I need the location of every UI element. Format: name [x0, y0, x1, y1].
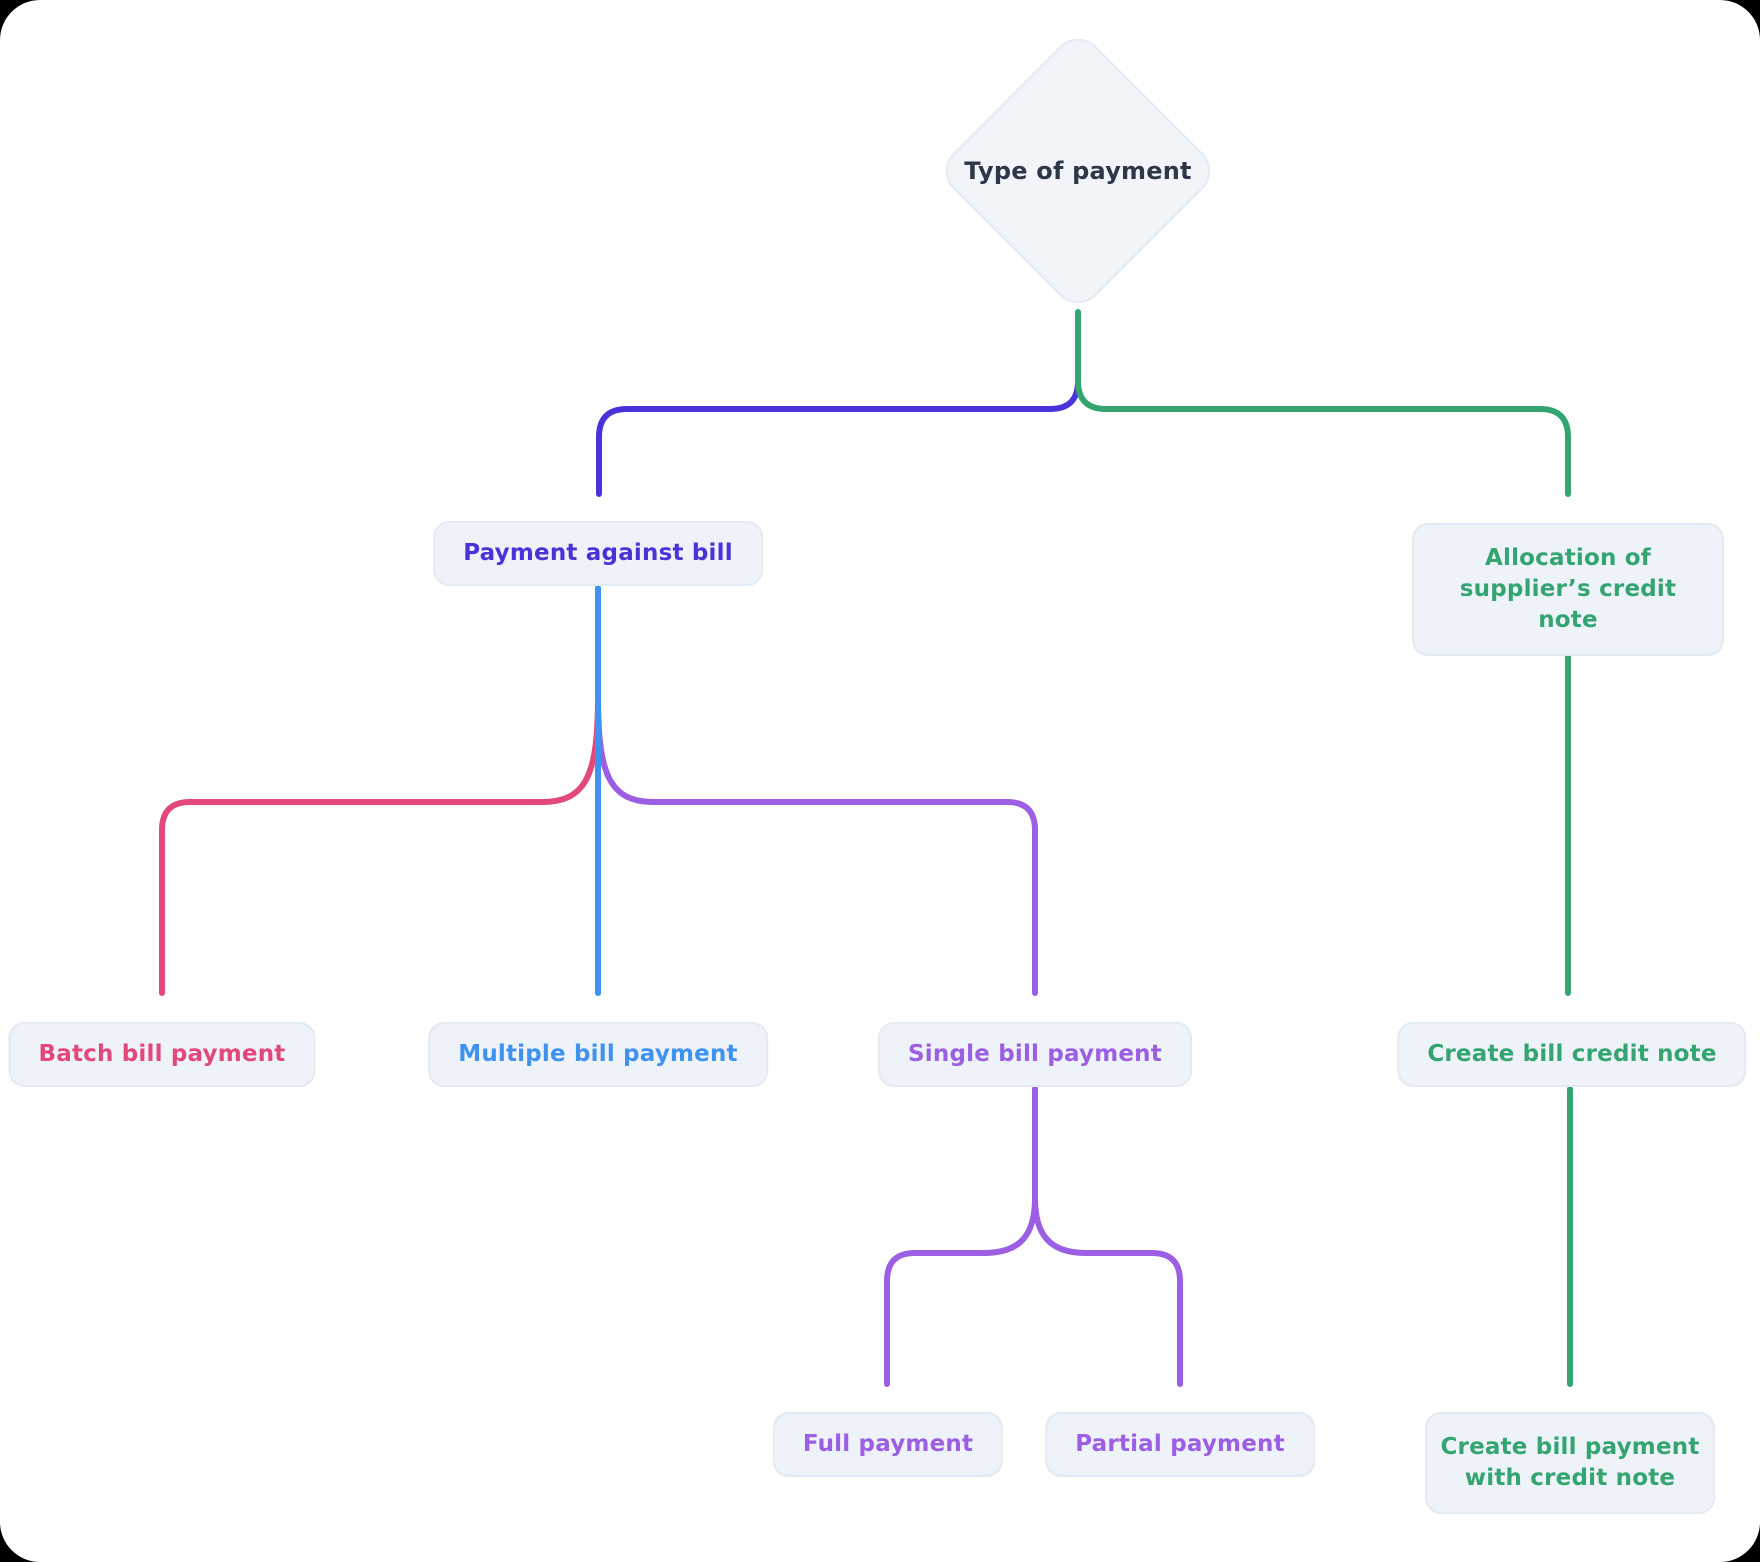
node-single-bill-payment: Single bill payment: [878, 1022, 1192, 1088]
edge-root-to-allocation-credit-note: [1075, 309, 1571, 497]
node-create-bill-payment-with-credit-note: Create bill payment with credit note: [1425, 1412, 1715, 1515]
node-batch-bill-payment: Batch bill payment: [8, 1022, 316, 1088]
node-partial-payment: Partial payment: [1045, 1412, 1315, 1478]
edge-payment-to-batch-bill-payment: [159, 692, 601, 996]
edge-single-to-full-payment: [884, 1086, 1038, 1387]
node-payment-against-bill: Payment against bill: [433, 521, 763, 587]
decision-type-of-payment-label: Type of payment: [964, 157, 1192, 185]
edge-single-to-partial-payment: [1032, 1086, 1183, 1387]
node-full-payment: Full payment: [772, 1412, 1004, 1478]
node-create-bill-credit-note: Create bill credit note: [1397, 1022, 1747, 1088]
edge-payment-to-single-bill-payment: [595, 692, 1038, 996]
edge-root-to-payment-against-bill: [596, 323, 1081, 497]
node-allocation-of-suppliers-credit-note: Allocation of supplier’s credit note: [1412, 523, 1724, 657]
node-multiple-bill-payment: Multiple bill payment: [428, 1022, 768, 1088]
